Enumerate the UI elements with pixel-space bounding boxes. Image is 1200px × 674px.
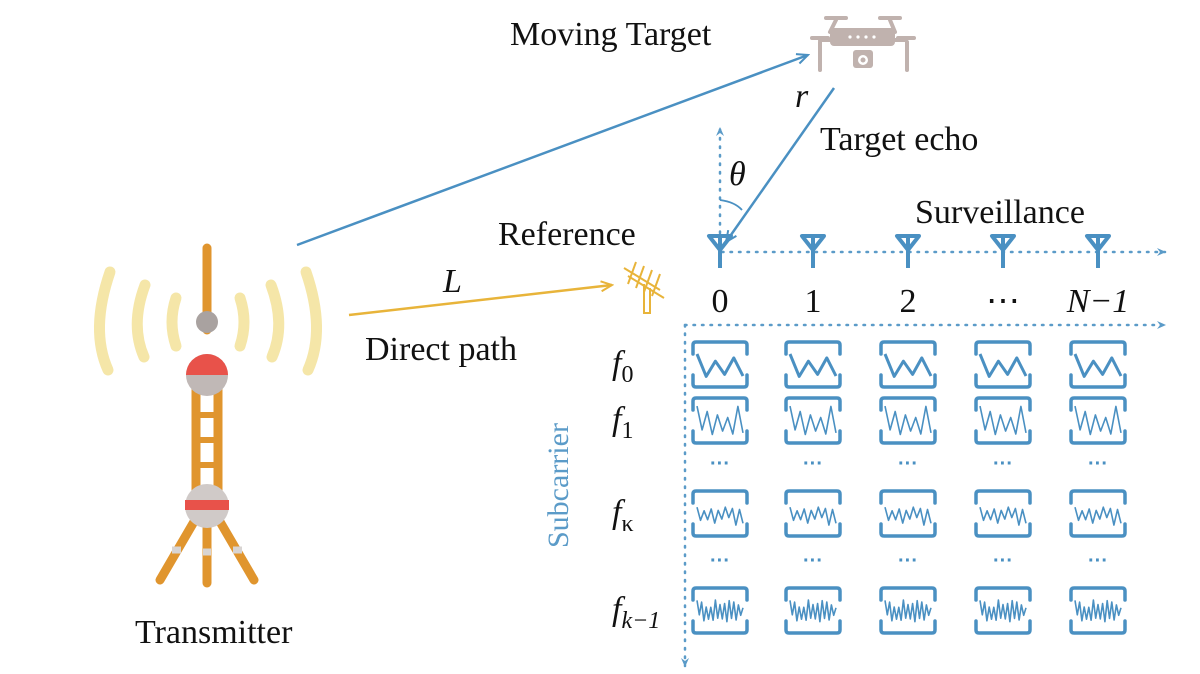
signal-waveform-icon: [784, 586, 842, 635]
reference-label: Reference: [498, 216, 636, 253]
antenna-index-label: 0: [712, 283, 729, 320]
ellipsis-marker: ···: [993, 453, 1013, 475]
ellipsis-marker: ···: [1088, 453, 1108, 475]
signal-waveform-icon: [974, 396, 1032, 445]
signal-waveform-icon: [1069, 489, 1127, 538]
distance-label: L: [442, 263, 462, 300]
transmitter-tower-icon: [93, 243, 323, 588]
signal-waveform-icon: [974, 586, 1032, 635]
antenna-index-label: 1: [805, 283, 822, 320]
signal-waveform-icon: [691, 340, 749, 389]
angle-label: θ: [729, 156, 746, 193]
signal-waveform-icon: [974, 489, 1032, 538]
surveillance-antenna-icon: [990, 234, 1016, 268]
reference-antenna-icon: [623, 261, 665, 314]
moving-target-label: Moving Target: [510, 16, 712, 53]
antenna-index-label: N−1: [1066, 283, 1130, 320]
direct-path-label: Direct path: [365, 331, 517, 368]
drone-icon: [810, 16, 916, 72]
ellipsis-marker: ···: [898, 550, 918, 572]
ellipsis-marker: ···: [803, 453, 823, 475]
surveillance-label: Surveillance: [915, 194, 1085, 231]
surveillance-antenna-icon: [707, 234, 733, 268]
signal-waveform-icon: [1069, 586, 1127, 635]
subcarrier-axis-label: Subcarrier: [542, 423, 575, 548]
signal-waveform-icon: [691, 586, 749, 635]
target-echo-label: Target echo: [820, 121, 978, 158]
angle-arc: [719, 199, 743, 211]
subcarrier-label: f0: [612, 345, 633, 388]
signal-waveform-icon: [784, 489, 842, 538]
subcarrier-label: f1: [612, 401, 633, 444]
signal-waveform-icon: [879, 489, 937, 538]
surveillance-antenna-icon: [800, 234, 826, 268]
subcarrier-label: fk−1: [612, 591, 660, 634]
transmit-to-target-path: [296, 55, 808, 247]
signal-waveform-icon: [879, 340, 937, 389]
signal-waveform-icon: [1069, 340, 1127, 389]
range-label: r: [795, 78, 809, 115]
signal-waveform-icon: [974, 340, 1032, 389]
signal-waveform-icon: [784, 396, 842, 445]
ellipsis-marker: ···: [803, 550, 823, 572]
ellipsis-marker: ···: [710, 453, 730, 475]
ellipsis-marker: ···: [1088, 550, 1108, 572]
surveillance-antenna-icon: [895, 234, 921, 268]
target-echo-path: [726, 87, 836, 242]
signal-waveform-icon: [879, 396, 937, 445]
direct-path-arrow: [348, 285, 612, 317]
signal-waveform-icon: [691, 489, 749, 538]
surveillance-antenna-icon: [1085, 234, 1111, 268]
subcarrier-label: fκ: [612, 494, 634, 537]
ellipsis-marker: ···: [710, 550, 730, 572]
antenna-index-label: 2: [900, 283, 917, 320]
signal-waveform-icon: [691, 396, 749, 445]
transmitter-label: Transmitter: [135, 614, 293, 651]
ellipsis-marker: ···: [898, 453, 918, 475]
signal-waveform-icon: [879, 586, 937, 635]
ellipsis-marker: ···: [993, 550, 1013, 572]
antenna-index-label: ⋯: [986, 283, 1020, 320]
signal-waveform-icon: [784, 340, 842, 389]
signal-waveform-icon: [1069, 396, 1127, 445]
